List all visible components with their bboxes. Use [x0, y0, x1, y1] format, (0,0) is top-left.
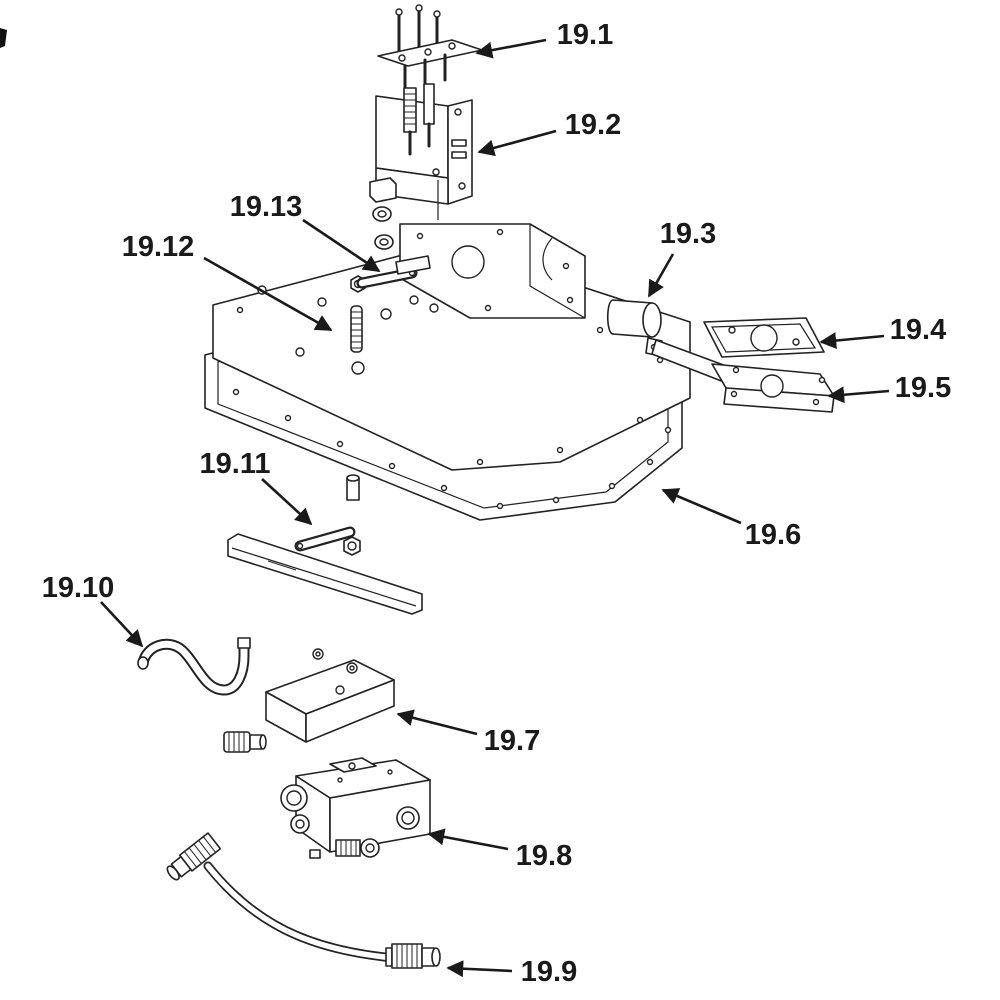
- callout-arrow-19-11: [261, 478, 313, 526]
- pilot-link-arm: [350, 255, 431, 293]
- callout-label-19-1: 19.1: [557, 19, 613, 51]
- igniter-bracket-assembly: [369, 83, 473, 250]
- callout-label-19-10: 19.10: [42, 572, 115, 604]
- callout-label-19-13: 19.13: [230, 191, 303, 223]
- shoulder-bolt: [346, 474, 360, 501]
- callout-arrow-19-8: [427, 828, 509, 851]
- callout-layer: 19.1 19.2 19.13 19.12 19.3 19.4 19.5 19.6 19.11 1…: [42, 19, 952, 988]
- callout-arrow-19-6: [661, 488, 742, 525]
- callout-arrow-19-7: [396, 709, 478, 736]
- ignition-electrode-plate: [377, 4, 483, 94]
- callout-label-19-11: 19.11: [200, 448, 271, 480]
- callout-arrow-19-2: [477, 129, 557, 157]
- callout-label-19-12: 19.12: [122, 231, 195, 263]
- wiring-harness: [166, 832, 441, 969]
- gas-tube: [137, 637, 251, 696]
- sensor-bracket: [711, 363, 835, 413]
- sensor-plate: [703, 317, 825, 358]
- callout-label-19-2: 19.2: [565, 109, 621, 141]
- callout-arrow-19-1: [475, 38, 547, 59]
- sensor-cylinder: [606, 299, 663, 357]
- callout-arrow-19-12: [203, 256, 333, 332]
- page-edge-artifact: [0, 28, 7, 48]
- callout-label-19-4: 19.4: [890, 314, 946, 346]
- callout-arrow-19-5: [827, 386, 890, 404]
- callout-label-19-9: 19.9: [521, 956, 577, 988]
- callout-label-19-5: 19.5: [895, 372, 951, 404]
- callout-arrow-19-3: [647, 253, 675, 298]
- callout-label-19-7: 19.7: [484, 725, 540, 757]
- harness-connector-right: [385, 943, 441, 969]
- support-rail: [227, 526, 423, 615]
- harness-connector-left: [166, 832, 222, 881]
- spring-pin: [350, 305, 363, 353]
- callout-arrow-19-4: [819, 332, 885, 349]
- callout-arrow-19-13: [302, 218, 381, 273]
- gas-valve: [280, 757, 431, 859]
- callout-arrow-19-10: [100, 601, 144, 648]
- burner-box: [399, 223, 586, 319]
- callout-label-19-6: 19.6: [745, 519, 801, 551]
- callout-label-19-3: 19.3: [660, 218, 716, 250]
- callout-arrow-19-9: [446, 960, 513, 978]
- valve-bracket: [265, 648, 395, 743]
- callout-label-19-8: 19.8: [516, 840, 572, 872]
- fitting-nut: [223, 731, 267, 753]
